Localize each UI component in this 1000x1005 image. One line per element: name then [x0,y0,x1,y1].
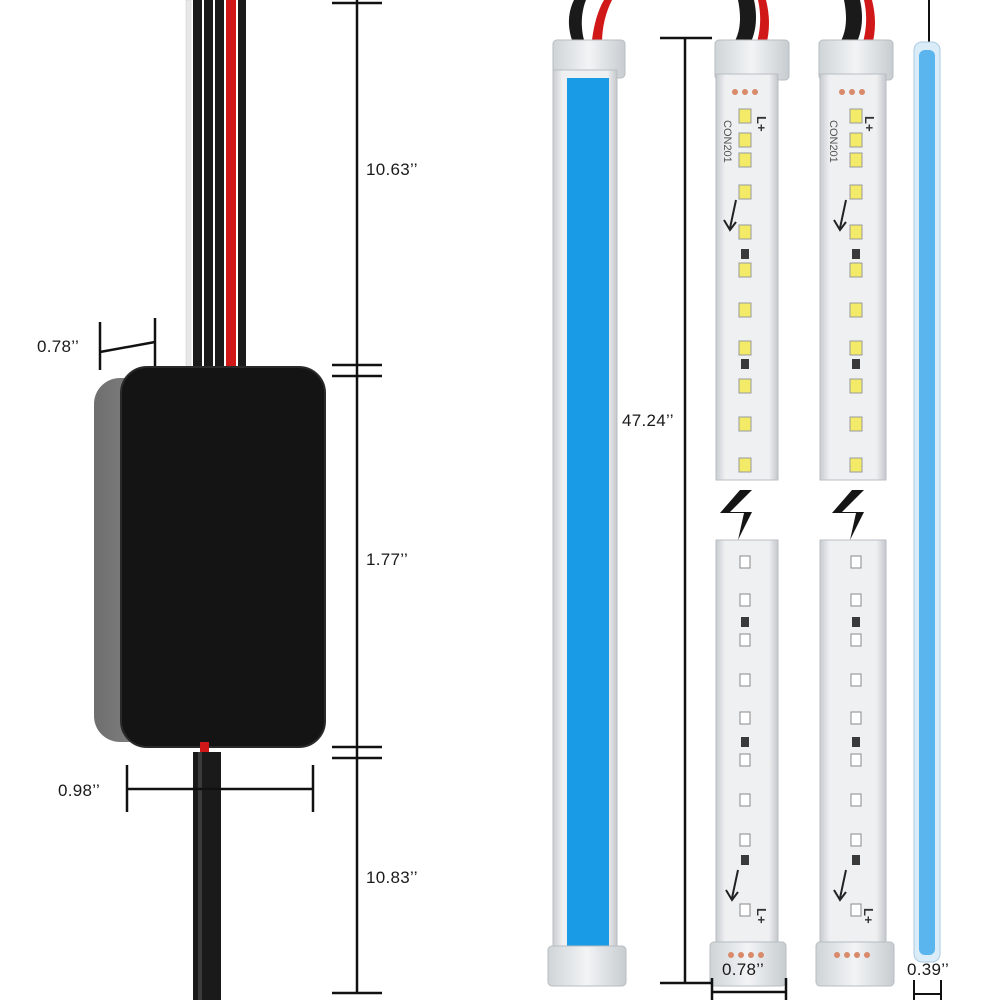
led-chip [738,416,752,432]
bottom-cable-length-label: 10.83’’ [366,868,418,887]
led-chip [849,416,863,432]
led-chip-back [850,593,862,607]
led-chip-back [850,753,862,767]
polarity-label-top: L+ [754,116,769,132]
thin-strip-width-label: 0.39’’ [907,960,950,979]
box-thickness-label: 0.78’’ [37,337,80,356]
led-chip [738,108,752,124]
led-chip [849,132,863,148]
resistor [852,737,860,747]
led-chip [738,457,752,473]
polarity-label-bottom: L+ [754,908,769,924]
blue-diffuser-strip [547,0,627,987]
led-chip-back [739,711,751,725]
led-chip-back [850,793,862,807]
box-width-label: 0.98’’ [58,781,101,800]
led-strip-a: L+ CON201 L+ [709,0,790,987]
led-chip [849,152,863,168]
box-width-dimension [125,765,315,812]
led-chip-back [739,903,751,917]
polarity-label-top-b: L+ [862,116,877,132]
board-code-label: CON201 [721,120,733,163]
strip-length-dimension [660,36,712,985]
arrow-down-icon [833,199,847,232]
length-dimension-line [332,0,382,995]
led-chip-back [739,833,751,847]
led-chip [849,340,863,356]
top-wires [185,0,246,373]
resistor [852,359,860,369]
box-thickness-dimension [98,318,157,370]
led-chip [738,132,752,148]
led-chip-back [850,555,862,569]
led-chip-back [850,673,862,687]
led-chip [738,378,752,394]
led-chip-back [850,833,862,847]
led-chip-back [739,593,751,607]
board-code-label-b: CON201 [827,120,839,163]
led-chip-back [739,793,751,807]
resistor [852,617,860,627]
led-chip [849,224,863,240]
bottom-cable [193,742,221,1000]
solder-pads-b [834,89,870,958]
resistor [741,617,749,627]
led-chip [738,262,752,278]
controller-assembly [94,0,382,1000]
led-chips-b [849,108,863,917]
resistor [741,359,749,369]
led-chips-a [738,108,752,917]
resistor [852,249,860,259]
arrow-down-icon [725,869,739,902]
top-cable-length-label: 10.63’’ [366,160,418,179]
led-strip-b: L+ CON201 L+ [815,0,895,987]
led-chip-back [850,711,862,725]
led-chip [738,340,752,356]
led-chip [738,184,752,200]
led-chip [849,262,863,278]
led-chip [849,184,863,200]
led-chip [738,302,752,318]
strip-width-dimension [710,978,788,1000]
led-chip-back [850,903,862,917]
strip-width-label: 0.78’’ [722,960,765,979]
led-chip [738,152,752,168]
led-chip [849,108,863,124]
resistor [741,737,749,747]
led-chip [849,378,863,394]
thin-blue-strip [913,0,941,963]
led-chip-back [739,555,751,569]
led-chip-back [739,633,751,647]
solder-pads-a [728,89,764,958]
led-chip [849,457,863,473]
box-length-label: 1.77’’ [366,550,409,569]
resistor [741,249,749,259]
strip-length-label: 47.24’’ [620,411,676,431]
break-symbol-icon [720,490,752,540]
controller-box [94,366,326,748]
led-chip-back [850,633,862,647]
led-chip-back [739,673,751,687]
arrow-down-icon [833,869,847,902]
led-chip-back [739,753,751,767]
led-chip [849,302,863,318]
resistor [741,855,749,865]
thin-strip-width-dimension [913,980,942,1000]
polarity-label-bottom-b: L+ [861,908,876,924]
break-symbol-icon [832,490,864,540]
led-chip [738,224,752,240]
arrow-down-icon [723,199,737,232]
resistor [852,855,860,865]
